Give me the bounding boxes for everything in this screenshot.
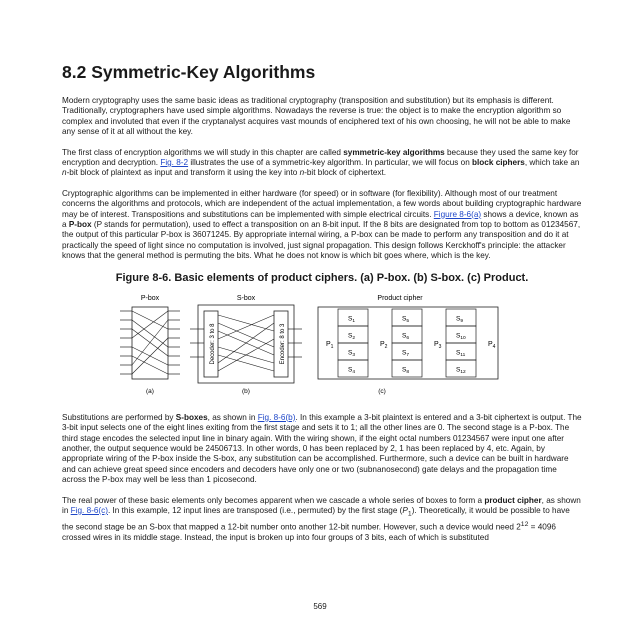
s-box-label: S11 <box>456 349 466 358</box>
s-box-label: S8 <box>402 366 409 375</box>
caption-c: (c) <box>378 388 386 395</box>
term-product-cipher: product cipher <box>484 495 542 505</box>
sbox-wire <box>217 338 275 371</box>
term-block-ciphers: block ciphers <box>472 158 525 168</box>
product-label: Product cipher <box>377 295 423 302</box>
decoder-box <box>203 310 219 378</box>
pbox-wire <box>131 355 169 374</box>
pbox-rect <box>131 306 169 380</box>
s-box-label: S10 <box>456 332 466 341</box>
s-box-label: S9 <box>456 315 463 324</box>
paragraph-3: Cryptographic algorithms can be implemen… <box>62 188 582 261</box>
s-box-label: S6 <box>402 332 409 341</box>
term-symmetric-key: symmetric-key algorithms <box>343 147 445 157</box>
sbox-wire <box>217 314 275 331</box>
link-fig-8-6b[interactable]: Fig. 8-6(b) <box>257 412 296 422</box>
sbox-wire <box>217 314 275 339</box>
pbox-wire <box>131 328 169 356</box>
s-box-label: S7 <box>402 349 409 358</box>
encoder-label: Encoder: 8 to 3 <box>280 323 286 364</box>
link-figure-8-6a[interactable]: Figure 8-6(a) <box>433 209 482 219</box>
figure-diagram: P-box (a) S-box Decoder: 3 to 8 Encoder:… <box>120 295 499 395</box>
paragraph-4: Substitutions are performed by S-boxes, … <box>62 412 582 485</box>
p-box-label: P1 <box>326 341 334 350</box>
figure-8-6: P-box (a) S-box Decoder: 3 to 8 Encoder:… <box>62 289 582 407</box>
encoder-box <box>273 310 289 378</box>
s-box-label: S4 <box>348 366 355 375</box>
p-box-label: P2 <box>380 341 388 350</box>
pbox-diagram: P-box (a) <box>120 295 180 395</box>
paragraph-5: The real power of these basic elements o… <box>62 495 581 543</box>
caption-a: (a) <box>146 388 154 395</box>
pbox-wire <box>131 346 169 365</box>
s-box-cell <box>337 359 369 378</box>
s-box-cell <box>391 359 423 378</box>
product-frame <box>317 306 499 380</box>
s-box-label: S2 <box>348 332 355 341</box>
s-box-cell <box>445 359 477 378</box>
sbox-wire <box>217 354 275 371</box>
sbox-outer <box>197 304 295 384</box>
s-box-label: S12 <box>456 366 466 375</box>
decoder-label: Decoder: 3 to 8 <box>210 323 216 365</box>
p-box-label: P3 <box>434 341 442 350</box>
sbox-wire <box>217 322 275 347</box>
sbox-wire <box>217 322 275 363</box>
s-box-label: S3 <box>348 349 355 358</box>
s-box-label: S5 <box>402 315 409 324</box>
term-p-box: P-box <box>68 220 92 230</box>
page-number: 569 <box>313 602 327 611</box>
figure-title: Figure 8-6. Basic elements of product ci… <box>115 271 529 284</box>
pbox-wire <box>131 310 169 329</box>
link-fig-8-6c[interactable]: Fig. 8-6(c) <box>70 505 108 515</box>
sbox-diagram: S-box Decoder: 3 to 8 Encoder: 8 to 3 (b… <box>190 295 302 395</box>
pbox-wire <box>131 319 169 347</box>
link-fig-8-2[interactable]: Fig. 8-2 <box>160 158 189 168</box>
caption-b: (b) <box>242 388 250 395</box>
pbox-wire <box>131 310 169 338</box>
sbox-wires <box>190 314 302 371</box>
page-content: 8.2 Symmetric-Key Algorithms Modern cryp… <box>62 62 582 554</box>
paragraph-1: Modern cryptography uses the same basic … <box>62 96 571 137</box>
paragraph-2: The first class of encryption algorithms… <box>62 147 580 178</box>
pbox-label: P-box <box>141 295 160 302</box>
p-box-label: P4 <box>488 341 496 350</box>
pbox-wires <box>120 310 180 375</box>
sbox-label: S-box <box>237 295 256 302</box>
section-heading: 8.2 Symmetric-Key Algorithms <box>62 62 316 82</box>
s-box-label: S1 <box>348 315 355 324</box>
term-s-boxes: S-boxes <box>175 412 208 422</box>
